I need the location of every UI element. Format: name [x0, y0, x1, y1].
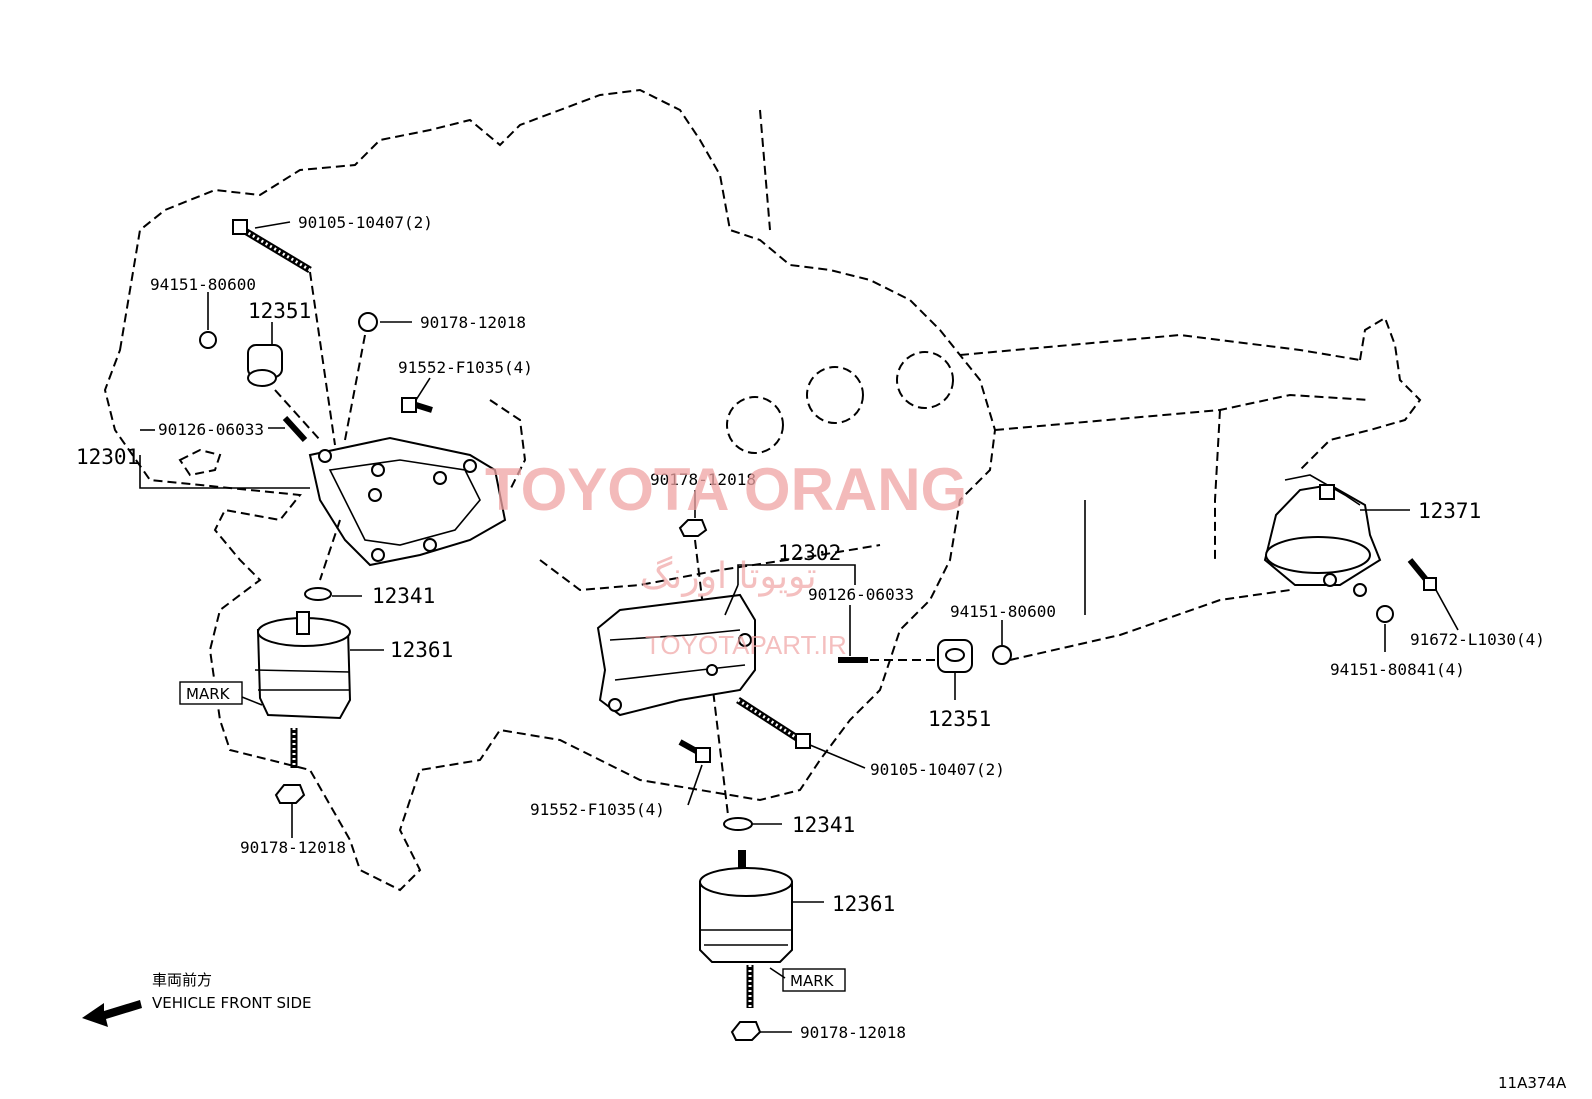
label-bolt-top-left: 90105-10407(2): [298, 213, 433, 232]
watermark-site: TOYOTAPART.IR: [645, 630, 847, 660]
part-labels: 90105-10407(2) 94151-80600 12351 90178-1…: [76, 213, 1545, 1042]
label-mark-right: MARK: [790, 972, 835, 990]
nut-94151-rear: [1376, 605, 1394, 652]
label-stopper-right: 12351: [928, 707, 991, 731]
label-bolt-right: 90105-10407(2): [870, 760, 1005, 779]
label-insulator-left: 12361: [390, 638, 453, 662]
label-nut-left: 94151-80600: [150, 275, 256, 294]
watermark: TOYOTA ORANG تویوتا اورنگ TOYOTAPART.IR: [485, 456, 967, 660]
direction-en: VEHICLE FRONT SIDE: [152, 994, 312, 1012]
bracket-12302: [596, 564, 856, 717]
front-direction-indicator: 車両前方 VEHICLE FRONT SIDE: [82, 971, 312, 1027]
label-nut-rear: 94151-80841(4): [1330, 660, 1465, 679]
nut-90178-bottom-left: [274, 784, 306, 838]
watermark-brand: TOYOTA ORANG: [485, 456, 967, 523]
label-stud-left: 90126-06033: [158, 420, 264, 439]
label-bolt-bracket-right: 91552-F1035(4): [530, 800, 665, 819]
bolt-90105-left: [232, 219, 336, 446]
bracket-12301: [139, 429, 507, 581]
label-nut-bottom-right: 90178-12018: [800, 1023, 906, 1042]
nut-90178-bottom-right: [730, 1021, 792, 1041]
label-nut-flange-left: 90178-12018: [420, 313, 526, 332]
washer-12341-right: [723, 817, 782, 831]
label-nut-right: 94151-80600: [950, 602, 1056, 621]
watermark-brand-fa: تویوتا اورنگ: [640, 555, 817, 597]
washer-12341-left: [304, 587, 362, 601]
label-bracket-left: 12301: [76, 445, 139, 469]
label-mark-left: MARK: [186, 685, 231, 703]
figure-id: 11A374A: [1498, 1074, 1567, 1092]
label-bracket-right: 12302: [778, 541, 841, 565]
label-nut-mid: 90178-12018: [650, 470, 756, 489]
label-nut-bottom-left: 90178-12018: [240, 838, 346, 857]
stopper-12351-left: [199, 292, 321, 441]
front-arrow-icon: [82, 1000, 142, 1027]
bolt-91552-left: [401, 377, 433, 413]
nut-90178-left: [344, 312, 412, 441]
label-washer-left: 12341: [372, 584, 435, 608]
label-insulator-right: 12361: [832, 892, 895, 916]
insulator-12361-left: [179, 611, 384, 768]
insulator-12361-right: [699, 850, 846, 1008]
label-stud-right: 90126-06033: [808, 585, 914, 604]
stopper-12351-right: [937, 639, 973, 700]
rear-mount-12371: [1263, 474, 1410, 597]
label-bolt-bracket-left: 91552-F1035(4): [398, 358, 533, 377]
bolt-90105-right: [736, 697, 866, 769]
mark-box-left: [179, 681, 243, 705]
stud-90126-right: [838, 605, 935, 663]
bolt-91672-rear: [1407, 558, 1459, 631]
stud-90126-left: [268, 415, 308, 443]
label-bolt-rear: 91672-L1030(4): [1410, 630, 1545, 649]
nut-94151-right: [992, 620, 1012, 665]
label-rear-mount: 12371: [1418, 499, 1481, 523]
label-washer-right: 12341: [792, 813, 855, 837]
nut-90178-mid: [678, 490, 729, 816]
bolt-91552-right: [678, 739, 711, 806]
mark-box-right: [782, 968, 846, 992]
direction-jp: 車両前方: [152, 971, 212, 989]
label-stopper-left: 12351: [248, 299, 311, 323]
